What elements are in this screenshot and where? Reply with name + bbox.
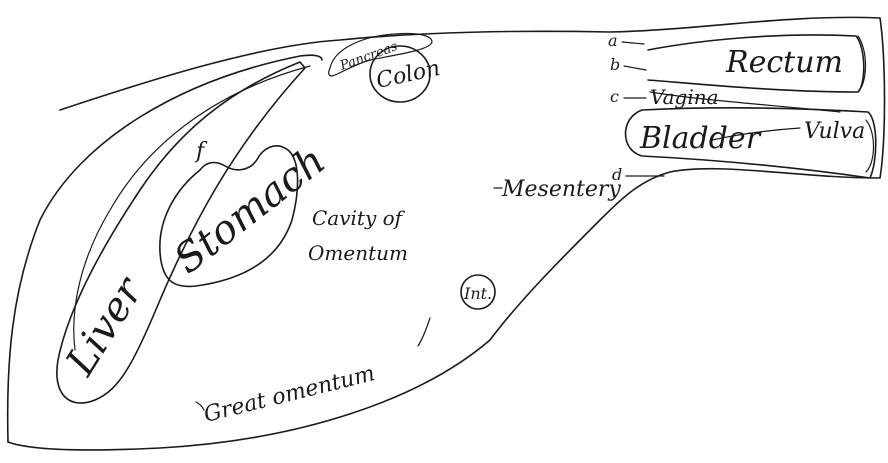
vagina-label: Vagina xyxy=(650,85,719,109)
posterior-wall-outline xyxy=(8,18,885,450)
letter-b-pointer xyxy=(624,66,646,70)
rectum-label: Rectum xyxy=(725,45,843,80)
letter-c: c xyxy=(610,87,619,106)
colon-label: Colon xyxy=(374,56,442,94)
great-omentum-line xyxy=(418,318,430,346)
bladder-label: Bladder xyxy=(639,121,762,156)
letter-a-pointer xyxy=(622,42,644,44)
cavity-label-line1: Cavity of xyxy=(312,206,406,230)
letter-d: d xyxy=(612,165,622,184)
great-omentum-label: Great omentum xyxy=(201,361,377,428)
vulva-end xyxy=(866,120,874,172)
liver-label: Liver xyxy=(57,268,154,384)
vulva-label: Vulva xyxy=(804,119,865,144)
anterior-wall-outline xyxy=(8,55,322,442)
letter-f: f xyxy=(194,139,208,164)
letter-a: a xyxy=(608,31,618,50)
intestine-label: Int. xyxy=(463,284,492,303)
letter-b: b xyxy=(610,55,620,74)
mesentery-label: Mesentery xyxy=(501,177,621,202)
cavity-label-line2: Omentum xyxy=(308,241,408,265)
